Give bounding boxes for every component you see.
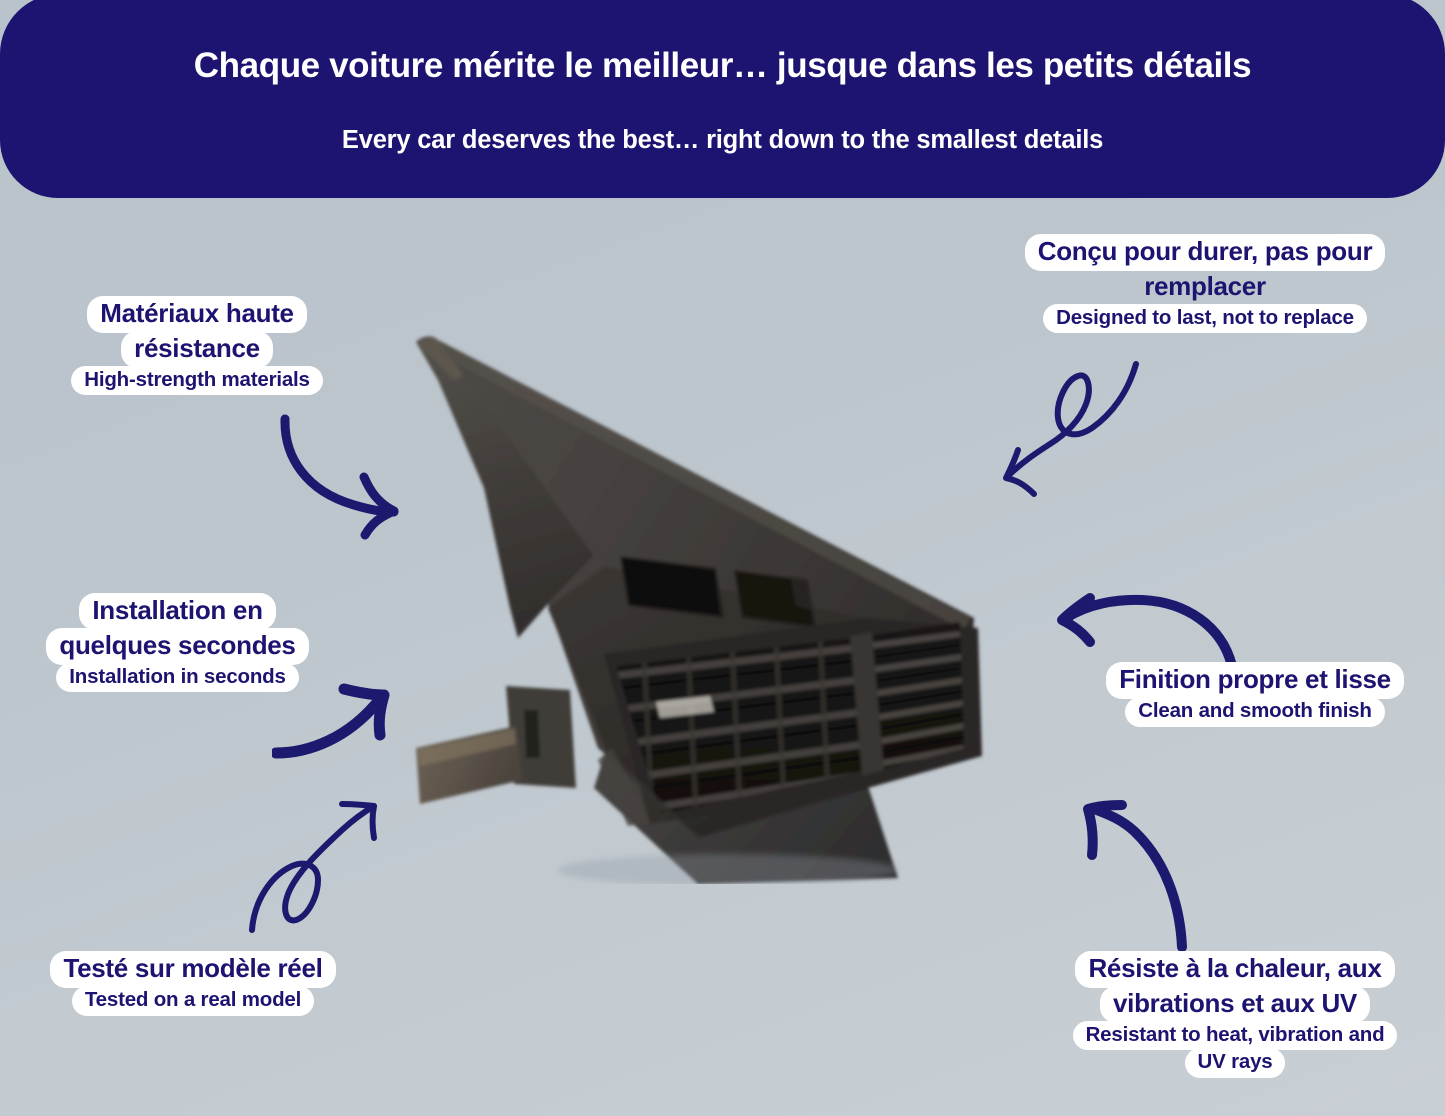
callout-fr-line: quelques secondes [46,627,309,665]
callout-teste-sur-modele-reel: Testé sur modèle réel Tested on a real m… [28,951,358,1016]
product-image-car-air-vent [416,336,982,884]
callout-finition-propre-et-lisse: Finition propre et lisse Clean and smoot… [1080,662,1430,727]
callout-en-line: Designed to last, not to replace [1043,303,1367,334]
callout-fr-line: résistance [121,330,273,368]
arrow-top-right-looped-icon [1003,361,1139,497]
callout-en-line: Installation in seconds [56,662,299,693]
arrow-middle-right-icon [1057,593,1237,671]
callout-en-line: Clean and smooth finish [1125,696,1385,727]
arrow-bottom-left-looped-icon [249,801,377,933]
callout-fr-line: Résiste à la chaleur, aux [1075,951,1395,988]
callout-materiaux-haute-resistance: Matériaux haute résistance High-strength… [52,296,342,396]
callout-fr-line: Installation en [79,593,276,630]
callout-fr-line: Testé sur modèle réel [50,951,336,988]
callout-en-line: Resistant to heat, vibration and [1072,1020,1398,1051]
callout-fr-line: Finition propre et lisse [1106,662,1404,699]
callout-resiste-chaleur-vibrations-uv: Résiste à la chaleur, aux vibrations et … [1040,951,1430,1079]
arrow-bottom-right-icon [1083,800,1187,952]
callout-fr-line: Matériaux haute [87,296,307,333]
header-title-fr: Chaque voiture mérite le meilleur… jusqu… [193,46,1252,86]
callout-en-line: Tested on a real model [71,985,315,1016]
callout-fr-line: Conçu pour durer, pas pour [1024,234,1386,271]
callout-fr-line: vibrations et aux UV [1100,985,1370,1023]
callout-en-line: High-strength materials [71,365,323,396]
header-subtitle-en: Every car deserves the best… right down … [341,126,1104,155]
header-banner: Chaque voiture mérite le meilleur… jusqu… [0,0,1445,198]
callout-fr-line: remplacer [1144,270,1266,301]
arrow-top-left-icon [280,414,399,540]
callout-concu-pour-durer: Conçu pour durer, pas pour remplacer Des… [985,234,1425,334]
callout-installation-en-quelques-secondes: Installation en quelques secondes Instal… [30,593,325,693]
callout-en-line: UV rays [1184,1048,1286,1079]
